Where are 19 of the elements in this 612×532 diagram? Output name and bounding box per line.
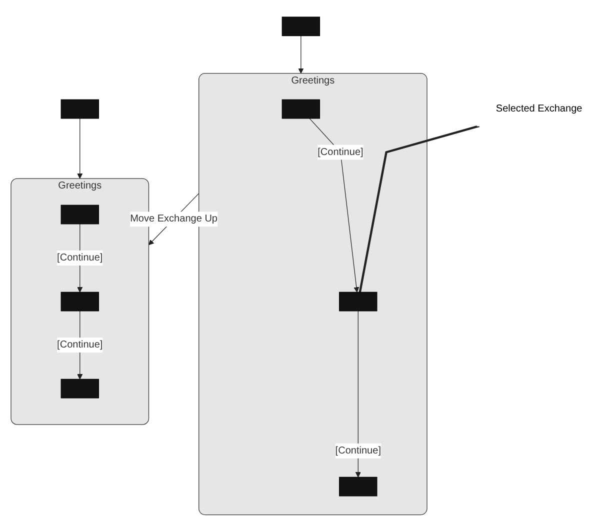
edge-label: [Continue] xyxy=(57,340,103,350)
node-box xyxy=(339,292,378,312)
arrow xyxy=(355,310,361,478)
arrow xyxy=(298,36,304,74)
node-box xyxy=(60,379,99,398)
node-box xyxy=(60,99,99,119)
node-box xyxy=(282,16,320,36)
node-text: Selected Exchange xyxy=(496,104,582,114)
arrow xyxy=(77,118,83,179)
edge-label: [Continue] xyxy=(318,146,364,158)
connector xyxy=(358,125,480,292)
edge-label: [Continue] xyxy=(335,445,381,456)
node-box xyxy=(60,204,99,224)
node-box xyxy=(60,292,99,312)
edge-label: [Continue] xyxy=(57,252,103,264)
node-box xyxy=(282,99,320,119)
arrow xyxy=(309,118,360,293)
node-box xyxy=(339,476,378,496)
edge-label: Move Exchange Up xyxy=(130,214,218,224)
